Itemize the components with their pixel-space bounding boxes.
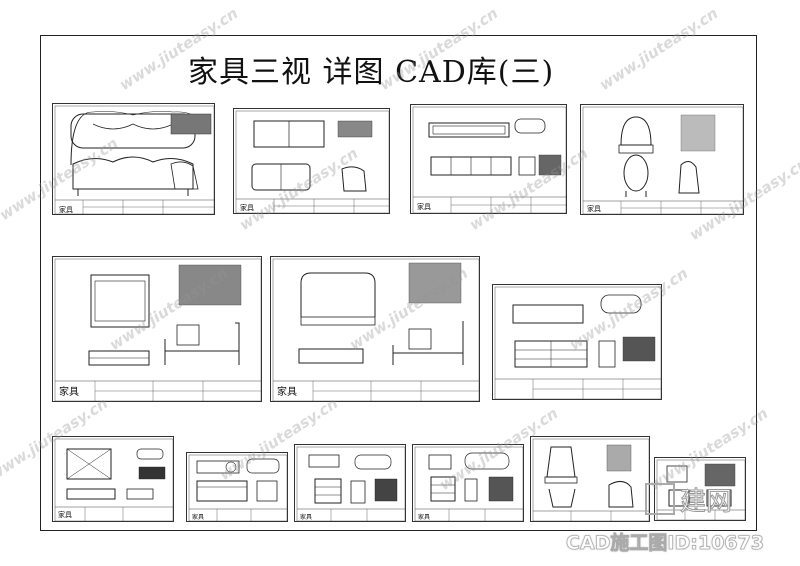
stamp-logo-text: 建网 [680, 487, 732, 517]
tv-cabinet-sheet[interactable]: 家具 [410, 104, 567, 214]
loveseat-drawing: 家具 [235, 110, 389, 213]
chest-sheet-1[interactable]: 家具 [294, 444, 406, 522]
sheet-brand: 家具 [59, 205, 73, 214]
sofa-sheet[interactable]: 家具 [52, 103, 215, 215]
dresser-drawing [494, 286, 661, 399]
stamp-logo: 建网 [645, 483, 733, 518]
armchair-drawing: 家具 [582, 106, 743, 214]
lounge-chair-drawing [532, 438, 649, 521]
chest-sheet-2[interactable]: 家具 [412, 444, 524, 522]
bed-drawing-2: 家具 [272, 258, 479, 401]
sheet-brand: 家具 [59, 385, 79, 398]
nightstand-sheet[interactable] [654, 457, 746, 521]
sheet-brand: 家具 [587, 204, 601, 213]
lounge-chair-sheet[interactable] [530, 436, 650, 522]
nightstand-drawing [656, 459, 745, 520]
coffee-table-sheet[interactable]: 家具 [52, 436, 174, 522]
footer-watermark: CAD施工图ID:10673 [566, 532, 765, 555]
dresser-sheet[interactable] [492, 284, 662, 400]
desk-sheet[interactable]: 家具 [186, 452, 288, 522]
sheet-brand: 家具 [277, 385, 297, 398]
bed-sheet-2[interactable]: 家具 [270, 256, 480, 402]
sheet-brand: 家具 [192, 513, 204, 521]
coffee-table-drawing: 家具 [54, 438, 173, 521]
armchair-sheet[interactable]: 家具 [580, 104, 744, 215]
drawing-frame [40, 35, 757, 531]
sheet-brand: 家具 [58, 510, 72, 519]
sofa-drawing: 家具 [54, 105, 214, 214]
tv-cabinet-drawing: 家具 [412, 106, 566, 213]
sheet-brand: 家具 [300, 513, 312, 521]
sheet-brand: 家具 [240, 203, 254, 212]
bed-drawing-1: 家具 [54, 258, 261, 401]
desk-drawing: 家具 [188, 454, 287, 521]
sheet-brand: 家具 [418, 513, 430, 521]
loveseat-sheet[interactable]: 家具 [233, 108, 390, 214]
page-title: 家具三视 详图 CAD库(三) [188, 55, 555, 90]
chest-drawing-2: 家具 [414, 446, 523, 521]
bed-sheet-1[interactable]: 家具 [52, 256, 262, 402]
chest-drawing-1: 家具 [296, 446, 405, 521]
sheet-brand: 家具 [417, 202, 431, 211]
